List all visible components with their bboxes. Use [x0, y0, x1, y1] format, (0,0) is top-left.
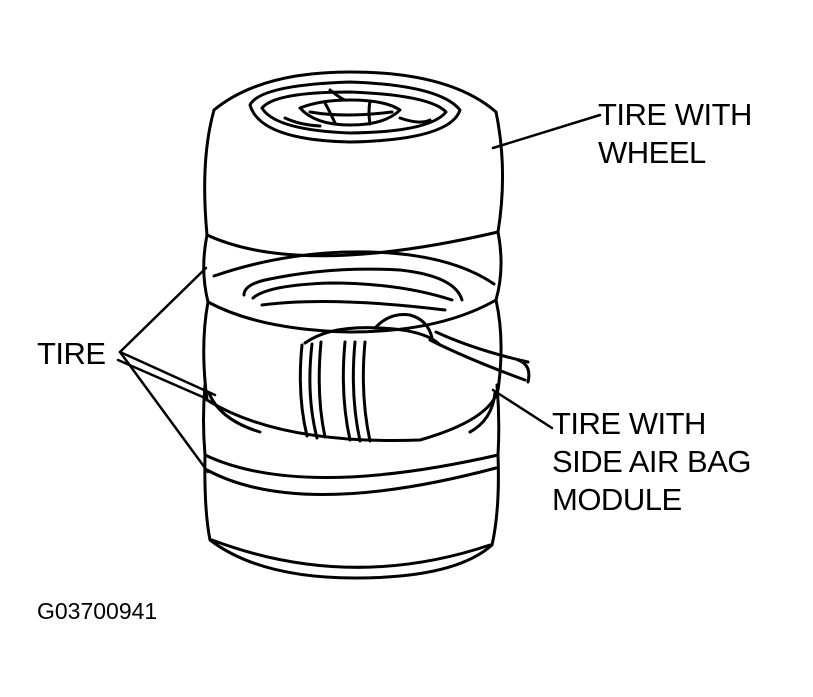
leader-lines	[116, 113, 602, 474]
middle-tire	[202, 230, 503, 312]
bottom-tire	[203, 453, 500, 580]
airbag-tire	[202, 298, 531, 443]
label-tire: TIRE	[37, 336, 106, 371]
label-tire-with-wheel-line2: WHEEL	[598, 135, 706, 170]
lower-tire	[202, 383, 501, 479]
label-tire-with-airbag: TIRE WITH SIDE AIR BAG MODULE	[552, 405, 752, 519]
label-tire-with-wheel-line1: TIRE WITH	[598, 97, 752, 132]
top-tire-with-wheel	[203, 70, 505, 237]
label-tire-with-airbag-line2: SIDE AIR BAG	[552, 444, 752, 479]
label-tire-with-wheel: TIRE WITH WHEEL	[598, 96, 752, 172]
label-tire-with-airbag-line3: MODULE	[552, 482, 682, 517]
label-tire-with-airbag-line1: TIRE WITH	[552, 406, 706, 441]
figure-code: G03700941	[37, 598, 158, 624]
